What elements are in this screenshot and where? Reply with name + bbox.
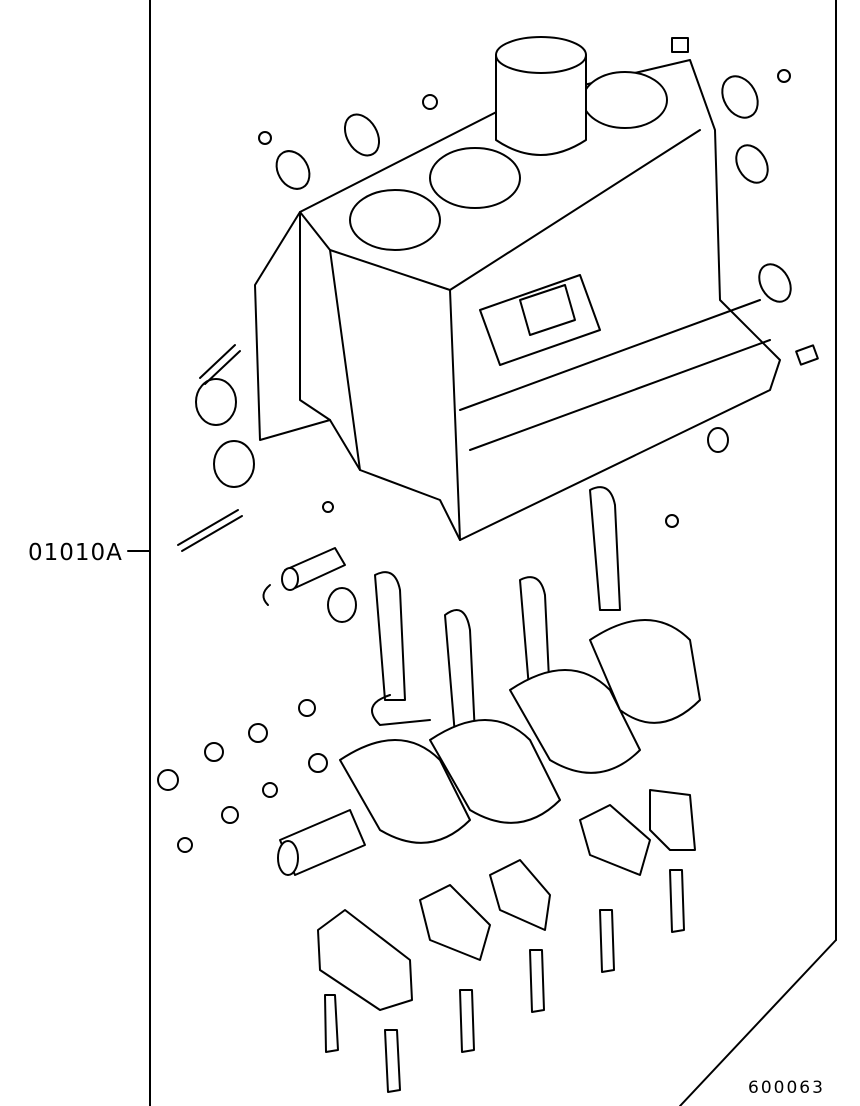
bracket-frame [127,0,837,1106]
dowel-pins [177,344,243,552]
core-plugs [195,37,819,488]
small-hardware [157,69,791,853]
main-bearing-caps [317,789,696,1011]
crankshaft [277,619,701,876]
cylinder-block [254,36,781,541]
piston-pins [262,547,357,623]
diagram-code: 600063 [748,1078,825,1098]
main-bearing-bolts [324,869,685,1093]
part-number-label: 01010A [28,540,123,566]
